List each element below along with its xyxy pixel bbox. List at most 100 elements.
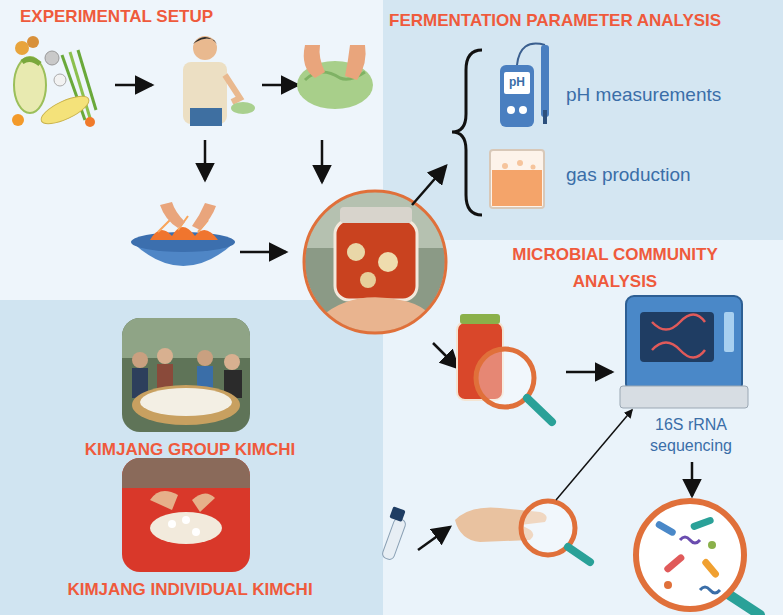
- garlic: [168, 520, 176, 528]
- ginger: [27, 36, 39, 48]
- magnifier-handle: [527, 398, 552, 422]
- panel-heading: EXPERIMENTAL SETUP: [20, 7, 360, 27]
- section-title: MICROBIAL COMMUNITY ANALYSIS: [470, 241, 760, 295]
- garlic: [54, 74, 66, 86]
- jar: [335, 220, 417, 300]
- flow-arrow: [115, 84, 152, 87]
- sequencer-panel: [724, 312, 734, 352]
- bacterium: [654, 520, 677, 537]
- hand-magnifier: [455, 501, 590, 562]
- bubble: [502, 163, 508, 169]
- seasoning-bowl: [131, 202, 235, 266]
- microbe-magnifier: [636, 501, 760, 615]
- person: [197, 350, 213, 366]
- photo-frame: [304, 191, 446, 333]
- ginger: [15, 41, 29, 55]
- hand: [150, 491, 178, 510]
- sequencer-base: [620, 386, 748, 408]
- process-label: 16S rRNA sequencing: [635, 414, 747, 456]
- pepper: [12, 114, 24, 126]
- flow-arrow: [691, 462, 694, 496]
- person-cutting: [183, 36, 255, 126]
- cabbage-chunk: [378, 252, 398, 272]
- electrode-tip: [543, 110, 547, 124]
- bacterium: [664, 581, 672, 589]
- hand: [345, 45, 366, 80]
- cabbage-leaf: [22, 59, 40, 64]
- zucchini: [38, 91, 93, 129]
- bubble: [517, 160, 523, 166]
- panel-heading: FERMENTATION PARAMETER ANALYSIS: [389, 11, 781, 31]
- jar-lid: [340, 207, 412, 223]
- cabbage-mix: [140, 388, 232, 416]
- jar-magnifier: [457, 314, 552, 422]
- sequencer: [620, 296, 748, 408]
- tube-cap: [389, 506, 405, 522]
- bacterium: [708, 541, 716, 549]
- kimchi-jar-photo: [300, 188, 450, 340]
- cabbage-chunk: [360, 272, 376, 288]
- panel-heading: KIMJANG INDIVIDUAL KIMCHI: [10, 580, 370, 600]
- magnifier-handle: [728, 594, 760, 615]
- flow-arrow: [321, 140, 324, 182]
- bacterium: [680, 537, 700, 543]
- cabbage-chunk: [347, 243, 365, 261]
- meter-display: pH: [504, 75, 530, 89]
- flow-arrow: [204, 140, 207, 180]
- meter-screen: [504, 72, 530, 94]
- photo-background: [122, 458, 250, 572]
- bacterium: [701, 558, 721, 579]
- dna-helix: [652, 315, 705, 358]
- flow-arrow: [566, 371, 612, 374]
- arm: [225, 75, 240, 102]
- liquid: [492, 170, 542, 206]
- measurement-label: gas production: [566, 164, 766, 187]
- measurement-label: pH measurements: [566, 84, 766, 107]
- hair: [193, 37, 217, 44]
- spice-bowl: [45, 51, 59, 65]
- garlic: [192, 528, 200, 536]
- meter-cable: [517, 44, 545, 65]
- beaker-glass: [490, 150, 544, 208]
- sequencer-body: [626, 296, 742, 392]
- beaker: [490, 150, 544, 208]
- hands-mixing: [297, 45, 373, 109]
- flow-arrow: [240, 251, 286, 254]
- magnifier-lens: [636, 501, 744, 609]
- photo-people: [122, 458, 250, 488]
- napa-cabbage: [14, 57, 46, 113]
- sequencer-screen: [640, 312, 714, 362]
- head: [193, 36, 217, 60]
- electrode: [541, 45, 549, 117]
- photo-trees: [122, 318, 250, 358]
- cabbage-mix: [150, 512, 222, 544]
- meter-button: [519, 106, 527, 114]
- bracket: [452, 50, 482, 215]
- small-jar-lid: [460, 314, 500, 324]
- tube: [381, 517, 407, 561]
- ph-meter: [500, 44, 549, 127]
- flow-arrow: [418, 527, 450, 550]
- swab-tube: [381, 506, 407, 560]
- person: [224, 354, 240, 370]
- hand: [160, 202, 185, 228]
- person: [132, 352, 148, 368]
- hand: [192, 493, 215, 512]
- cabbage-piece: [231, 102, 255, 114]
- individual-photo: [122, 458, 250, 572]
- hand: [192, 203, 216, 230]
- person: [157, 348, 173, 364]
- photo-background: [122, 318, 250, 432]
- bacterium: [700, 587, 720, 593]
- flow-arrow: [262, 84, 298, 87]
- trousers: [190, 108, 222, 126]
- group-photo: [122, 318, 250, 432]
- vegetables: [12, 36, 96, 129]
- bacterium: [663, 553, 686, 574]
- flow-arrow: [433, 343, 458, 368]
- fermentation-panel: FERMENTATION PARAMETER ANALYSIS: [383, 0, 783, 240]
- panel-heading: KIMJANG GROUP KIMCHI: [30, 440, 350, 460]
- bubble: [531, 165, 536, 170]
